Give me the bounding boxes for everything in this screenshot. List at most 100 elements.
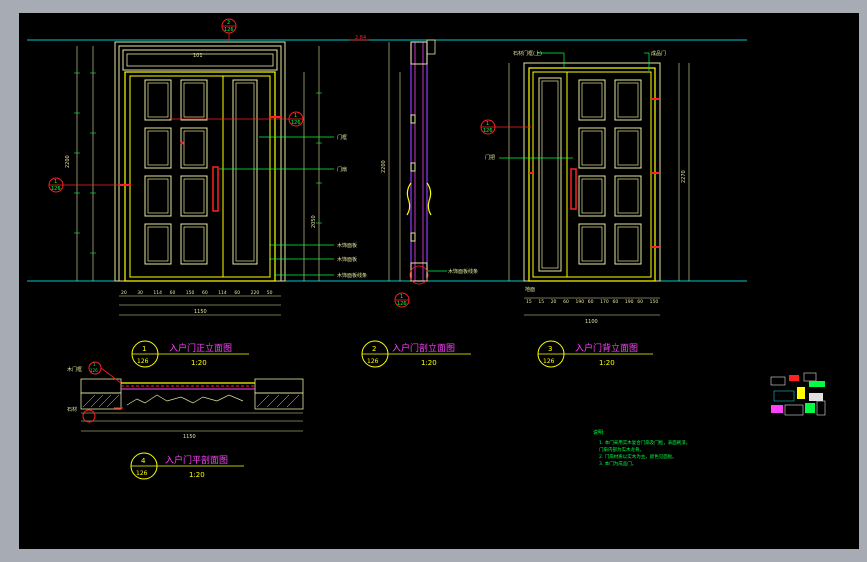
plan-width-dim: 1150 (183, 434, 196, 440)
callout-plan-left[interactable]: 1 126 (88, 361, 122, 384)
callout-top[interactable]: 2 126 (221, 18, 237, 42)
callout-front-left-num: 1 (54, 179, 57, 185)
back-bottom-dim-5: 60 (588, 299, 594, 305)
front-bottom-dim-4: 150 (186, 290, 195, 296)
plan-hatch (82, 394, 300, 408)
notes-item-2: 门扇内部为实木龙骨。 (599, 446, 644, 453)
front-label-leaf: 门扇 (337, 166, 347, 173)
title-back-num: 3 (548, 345, 552, 353)
plan-callout-bottom (82, 409, 96, 423)
back-top-right-label: 成品门 (651, 50, 666, 57)
plan-section (80, 378, 304, 432)
callout-top-sheet: 126 (224, 27, 234, 33)
thumbnail-legend (770, 372, 826, 416)
front-bottom-dim-1: 30 (137, 290, 143, 296)
back-bottom-dim-2: 20 (551, 299, 557, 305)
back-bottom-dim-7: 60 (613, 299, 619, 305)
title-plan-num: 4 (141, 457, 146, 465)
front-left-height: 2200 (65, 155, 71, 168)
callout-side-sheet: 126 (397, 301, 407, 307)
back-bottom-dim-8: 190 (625, 299, 634, 305)
front-bottom-dim-0: 20 (121, 290, 127, 296)
title-front-scale: 1:20 (191, 359, 207, 367)
callout-side-num: 1 (400, 294, 403, 300)
back-bottom-dim-9: 60 (637, 299, 643, 305)
back-mid-label: 门把 (485, 154, 495, 161)
notes-block: 说明: 1. 本门采用实木复合门扇及门框，表面刷漆。 门扇内部为实木龙骨。 2.… (593, 429, 690, 467)
callout-top-num: 2 (227, 20, 230, 26)
front-dimensions (76, 46, 320, 316)
callout-back-sheet: 126 (483, 128, 493, 134)
callout-side-bottom[interactable]: 1 126 (394, 265, 429, 308)
callout-front-left-sheet: 126 (51, 186, 61, 192)
title-side-sheet: 126 (367, 358, 379, 365)
back-bottom-dim-4: 190 (576, 299, 585, 305)
notes-item-3: 2. 门扇材质以实木为主，颜色见面板。 (599, 453, 677, 460)
front-bottom-dim-7: 60 (234, 290, 240, 296)
front-width-dim: 1150 (194, 309, 207, 315)
side-section (388, 39, 436, 282)
callout-back-num: 1 (486, 121, 489, 127)
back-leaders (499, 52, 650, 159)
side-height-dim: 2200 (381, 160, 387, 173)
title-back-scale: 1:20 (599, 359, 615, 367)
title-plan-scale: 1:20 (189, 471, 205, 479)
callout-back-left[interactable]: 1 126 (480, 119, 531, 135)
title-side-scale: 1:20 (421, 359, 437, 367)
front-label-mat2: 木饰面板 (337, 256, 357, 263)
title-front-num: 1 (142, 345, 146, 353)
back-bottom-dim-3: 60 (563, 299, 569, 305)
side-label-mat: 木饰面板线条 (448, 268, 478, 275)
back-bottom-label: 地面 (525, 286, 535, 293)
callout-plan-sheet: 126 (90, 368, 98, 373)
back-top-label: 石材门框(上) (513, 50, 542, 57)
callout-plan-num: 1 (93, 362, 96, 367)
title-back-sheet: 126 (543, 358, 555, 365)
callout-front-right-sheet: 126 (291, 120, 301, 126)
cad-drawing-canvas[interactable]: 101 2200 2050 1150 门框 门扇 木饰面板 木饰面板 木饰面板线… (19, 13, 859, 549)
notes-item-4: 3. 本门为成品门。 (599, 460, 636, 467)
title-front-text: 入户门正立面图 (169, 342, 232, 354)
top-left-level: 2.84 (355, 35, 366, 41)
plan-label-top: 木门框 (67, 366, 82, 373)
plan-label-bot: 石材 (67, 406, 77, 413)
title-plan-text: 入户门平剖面图 (165, 454, 228, 466)
title-back: 3 126 入户门背立面图 1:20 (537, 340, 653, 368)
back-height-dim: 2270 (681, 170, 687, 183)
front-leaders (219, 136, 334, 276)
title-front-sheet: 126 (137, 358, 149, 365)
front-right-height: 2050 (311, 215, 317, 228)
front-label-mat3: 木饰面板线条 (337, 272, 367, 279)
front-bottom-dim-5: 60 (202, 290, 208, 296)
front-bottom-dim-9: 50 (267, 290, 273, 296)
title-plan-sheet: 126 (136, 470, 148, 477)
front-bottom-dim-8: 220 (251, 290, 260, 296)
title-side: 2 126 入户门剖立面图 1:20 (361, 340, 471, 368)
notes-item-1: 1. 本门采用实木复合门扇及门框，表面刷漆。 (599, 439, 690, 446)
front-bottom-dim-3: 60 (170, 290, 176, 296)
front-top-dim: 101 (193, 53, 203, 59)
title-back-text: 入户门背立面图 (575, 342, 638, 354)
back-bottom-dim-0: 15 (526, 299, 532, 305)
title-side-text: 入户门剖立面图 (392, 342, 455, 354)
title-side-num: 2 (372, 345, 376, 353)
callout-front-left[interactable]: 1 126 (48, 177, 123, 193)
back-bottom-dim-6: 170 (600, 299, 609, 305)
front-bottom-dim-6: 114 (218, 290, 227, 296)
drawing-svg: 101 2200 2050 1150 门框 门扇 木饰面板 木饰面板 木饰面板线… (27, 18, 826, 480)
callout-front-right-num: 1 (294, 113, 297, 119)
front-elevation (114, 41, 286, 282)
notes-heading: 说明: (593, 429, 605, 436)
back-elevation (508, 62, 690, 316)
front-dim-ticks (74, 72, 322, 254)
front-label-mat1: 木饰面板 (337, 242, 357, 249)
title-front: 1 126 入户门正立面图 1:20 (131, 340, 249, 368)
front-label-frame: 门框 (337, 134, 347, 141)
title-plan: 4 126 入户门平剖面图 1:20 (130, 452, 244, 480)
front-bottom-dim-2: 114 (153, 290, 162, 296)
back-width-dim: 1100 (585, 319, 598, 325)
back-bottom-dim-1: 15 (538, 299, 544, 305)
callout-front-right[interactable]: 1 126 (169, 111, 304, 127)
back-bottom-dim-10: 150 (650, 299, 659, 305)
